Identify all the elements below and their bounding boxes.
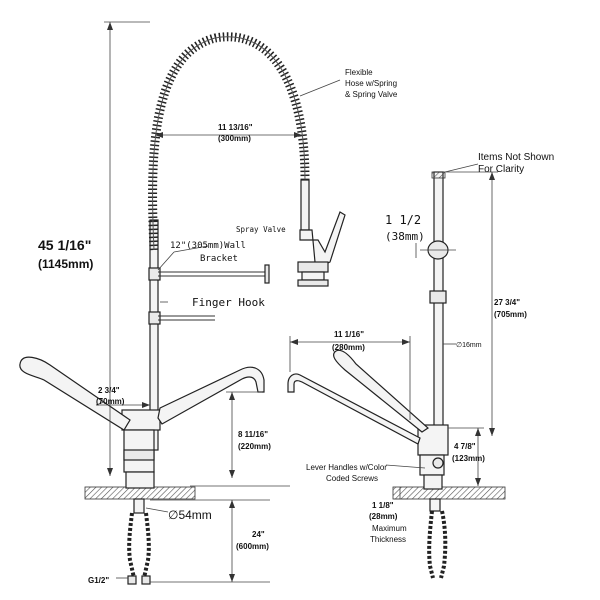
spring-hose [148,32,310,251]
label-items-not-shown-2: For Clarity [478,164,524,175]
leader-items-not-shown [444,163,479,173]
leader-bracket-2 [157,251,175,271]
pre-rinse-column-right [427,171,449,438]
dim-spout-reach [289,336,411,420]
mixer-body-left [19,356,265,489]
label-thickness-note-1: Maximum [372,524,407,533]
dim-shank [150,499,270,583]
label-thickness-mm: (28mm) [369,512,398,521]
label-finger-hook: Finger Hook [192,296,265,309]
label-diameter: ∅54mm [168,508,212,522]
label-flexible-hose-3: & Spring Valve [345,90,398,99]
label-pipe-diameter: ∅16mm [456,342,482,349]
label-shank-in: 24" [252,530,265,539]
label-lever-handles-2: Coded Screws [326,474,378,483]
dim-bracket-spacing [415,243,456,258]
label-spout-reach-mm: (280mm) [332,343,365,352]
dim-total-height [104,21,150,476]
label-body-height-in: 4 7/8" [454,442,476,451]
label-inlet: G1/2" [88,576,109,585]
label-spout-height-in: 8 11/16" [238,430,268,439]
leader-bracket [173,245,209,253]
label-wall-bracket-1: 12"(305mm)Wall [170,241,246,251]
leader-hose [299,79,341,97]
dim-column-height [446,171,498,436]
label-body-height-mm: (123mm) [452,454,485,463]
mixer-body-right [287,349,449,490]
label-items-not-shown-1: Items Not Shown [478,152,554,163]
label-flexible-hose-2: Hose w/Spring [345,79,397,88]
label-wall-bracket-2: Bracket [200,254,238,264]
label-lever-handles-1: Lever Handles w/Color [306,463,387,472]
label-thickness-note-2: Thickness [370,535,406,544]
label-shank-mm: (600mm) [236,542,269,551]
spray-valve-left [297,179,346,287]
label-total-height-mm: (1145mm) [38,257,93,271]
label-spout-reach-in: 11 1/16" [334,330,364,339]
dim-spout-height [190,391,290,487]
label-hose-width-in: 11 13/16" [218,123,253,132]
label-spout-offset-in: 2 3/4" [98,386,120,395]
label-bracket-spacing-in: 1 1/2 [385,213,421,227]
label-spout-height-mm: (220mm) [238,442,271,451]
leader-lever-handles [385,464,426,469]
label-total-height-in: 45 1/16" [38,237,91,253]
label-thickness-in: 1 1/8" [372,501,394,510]
label-column-height-mm: (705mm) [494,310,527,319]
countertop-left [84,486,196,500]
supply-hoses-left [127,498,151,585]
finger-hook-left [158,315,215,321]
wall-bracket-left [158,264,270,284]
label-hose-width-mm: (300mm) [218,134,251,143]
dim-body-height [448,427,484,486]
label-bracket-spacing-mm: (38mm) [385,230,425,243]
label-flexible-hose-1: Flexible [345,68,373,77]
dim-spout-offset [95,401,150,408]
supply-hoses-right [427,498,448,579]
countertop-right [392,486,506,500]
label-spout-offset-mm: (70mm) [96,397,125,406]
dim-hose-width [155,132,302,138]
dim-thickness [394,487,408,500]
leader-diameter [145,507,169,513]
label-column-height-in: 27 3/4" [494,298,520,307]
label-spray-valve: Spray Valve [236,225,286,234]
